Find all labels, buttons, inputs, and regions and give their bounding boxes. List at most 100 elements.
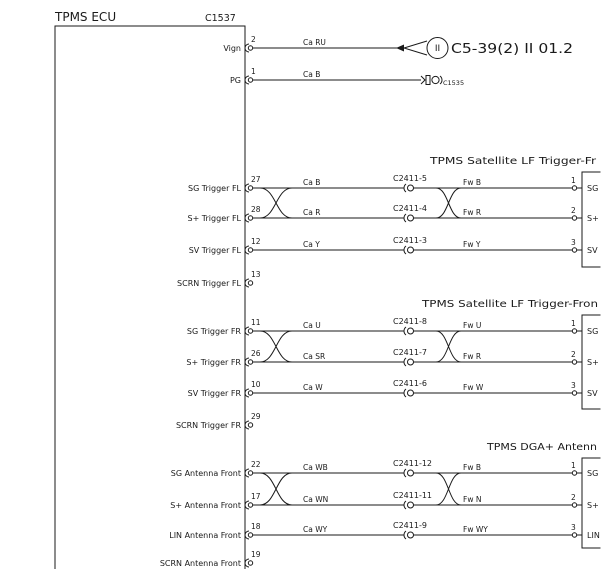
- component-pin-label: S+: [587, 358, 599, 367]
- wire-code: Fw U: [463, 321, 481, 330]
- twisted-pair-icon: [259, 187, 293, 219]
- ecu-pin-number: 2: [251, 35, 256, 44]
- pin-terminal-icon: [247, 185, 254, 191]
- wire-code: Ca WN: [303, 495, 328, 504]
- destination-connector-id: C5-39(2) II 01.2: [451, 41, 573, 57]
- component-terminal-icon: [571, 185, 578, 191]
- ecu-pin-label: SCRN Trigger FR: [176, 421, 241, 430]
- ecu-block: TPMS ECU C1537: [54, 10, 246, 569]
- pin-terminal-icon: [247, 502, 254, 508]
- ecu-pin-label: SG Trigger FL: [188, 184, 242, 193]
- ecu-pin-number: 13: [251, 270, 261, 279]
- wire-code: Ca B: [303, 70, 320, 79]
- component-terminal-icon: [571, 359, 578, 365]
- pin-socket-icon: [244, 388, 250, 398]
- ecu-pin-number: 22: [251, 460, 261, 469]
- ecu-pin-label: SCRN Antenna Front: [160, 559, 241, 568]
- connector-ring-label: II: [435, 44, 440, 54]
- inline-connector-id: C2411-12: [393, 459, 432, 468]
- ecu-title: TPMS ECU: [54, 10, 116, 24]
- twisted-pair-icon: [435, 472, 462, 506]
- ecu-pin-label: SCRN Trigger FL: [177, 279, 241, 288]
- component-terminal-icon: [571, 328, 578, 334]
- destination-connector-id: C1535: [443, 79, 464, 87]
- connector-pin-icon: [407, 214, 414, 222]
- twisted-pair-icon: [435, 187, 462, 219]
- wire-code: Ca RU: [303, 38, 326, 47]
- wire-code: Fw N: [463, 495, 481, 504]
- component-pin-label: SG: [587, 184, 598, 193]
- pin-terminal-icon: [247, 422, 254, 428]
- inline-connector-id: C2411-4: [393, 204, 427, 213]
- pin-terminal-icon: [247, 247, 254, 253]
- wire-code: Fw R: [463, 208, 481, 217]
- inline-connector-id: C2411-7: [393, 348, 427, 357]
- connector-pin-icon: [431, 75, 440, 85]
- component-pin-label: S+: [587, 214, 599, 223]
- component-pin-number: 1: [571, 319, 576, 328]
- component-terminal-icon: [571, 502, 578, 508]
- pin-socket-icon: [244, 326, 250, 336]
- section-title: TPMS DGA+ Antenn: [486, 442, 597, 453]
- connector-socket-icon: [403, 357, 407, 367]
- wire-code: Ca Y: [303, 240, 320, 249]
- ecu-pin-number: 26: [251, 349, 261, 358]
- pin-socket-icon: [244, 530, 250, 540]
- ecu-pin-number: 27: [251, 175, 261, 184]
- connector-socket-icon: [403, 468, 407, 478]
- twisted-pair-icon: [435, 330, 462, 363]
- component-pin-number: 3: [571, 381, 576, 390]
- wire-code: Ca SR: [303, 352, 325, 361]
- connector-pin-icon: [407, 184, 414, 192]
- ecu-pin-label: Vign: [223, 44, 241, 53]
- wire-code: Fw WY: [463, 525, 488, 534]
- ecu-pin-label: S+ Antenna Front: [170, 501, 241, 510]
- component-pin-label: SV: [587, 389, 598, 398]
- pin-terminal-icon: [247, 359, 254, 365]
- twisted-pair-icon: [259, 472, 293, 506]
- ecu-pin-label: SV Trigger FL: [189, 246, 242, 255]
- ecu-pin-number: 28: [251, 205, 261, 214]
- ecu-pin-number: 10: [251, 380, 261, 389]
- pin-socket-icon: [244, 420, 250, 430]
- pin-terminal-icon: [247, 45, 254, 51]
- component-pin-label: SV: [587, 246, 598, 255]
- connector-socket-icon: [403, 326, 407, 336]
- ecu-pin-label: SV Trigger FR: [188, 389, 242, 398]
- component-pin-number: 3: [571, 523, 576, 532]
- connector-socket-icon: [403, 245, 407, 255]
- inline-connector-id: C2411-8: [393, 317, 427, 326]
- pin-terminal-icon: [247, 560, 254, 566]
- ecu-outline: [54, 25, 246, 569]
- ecu-pin-number: 1: [251, 67, 256, 76]
- connector-pin-icon: [407, 389, 414, 397]
- wire-code: Fw Y: [463, 240, 481, 249]
- connector-body-icon: [425, 75, 431, 85]
- ecu-pin-number: 17: [251, 492, 261, 501]
- connector-socket-icon: [403, 500, 407, 510]
- section-title: TPMS Satellite LF Trigger-Fron: [421, 299, 598, 310]
- inline-connector-id: C2411-11: [393, 491, 432, 500]
- wire-code: Fw B: [463, 178, 481, 187]
- component-outline: [581, 457, 601, 549]
- ecu-pin-label: SG Trigger FR: [187, 327, 242, 336]
- connector-pin-icon: [407, 531, 414, 539]
- pin-terminal-icon: [247, 77, 254, 83]
- pin-socket-icon: [244, 213, 250, 223]
- ecu-connector-id: C1537: [205, 13, 236, 24]
- ecu-pin-number: 12: [251, 237, 261, 246]
- ecu-pin-number: 29: [251, 412, 261, 421]
- pin-socket-icon: [244, 183, 250, 193]
